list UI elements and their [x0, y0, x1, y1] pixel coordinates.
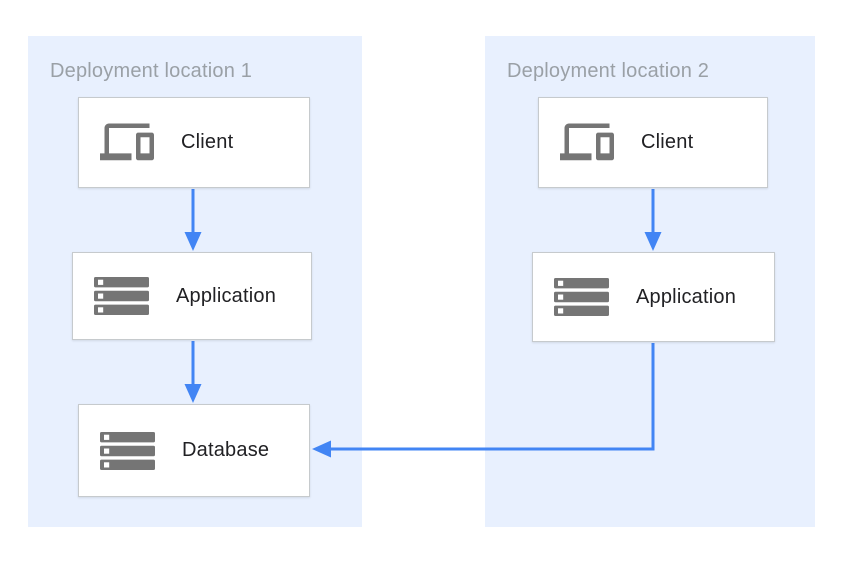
client-devices-icon	[560, 120, 614, 166]
node-database-location1: Database	[78, 404, 310, 497]
client-devices-icon	[100, 120, 154, 166]
node-label: Application	[176, 284, 277, 307]
node-client-location2: Client	[538, 97, 768, 188]
node-label: Database	[182, 439, 270, 461]
server-stack-icon	[554, 278, 609, 316]
node-client-location1: Client	[78, 97, 310, 188]
node-label: Client	[641, 131, 694, 153]
node-label: Application	[636, 285, 737, 308]
node-application-location2: Application	[532, 252, 775, 342]
server-stack-icon	[94, 277, 149, 315]
panel-title-1: Deployment location 1	[50, 60, 253, 82]
node-label: Client	[181, 131, 234, 153]
node-application-location1: Application	[72, 252, 312, 340]
server-stack-icon	[100, 431, 155, 470]
panel-title-2: Deployment location 2	[507, 60, 710, 82]
